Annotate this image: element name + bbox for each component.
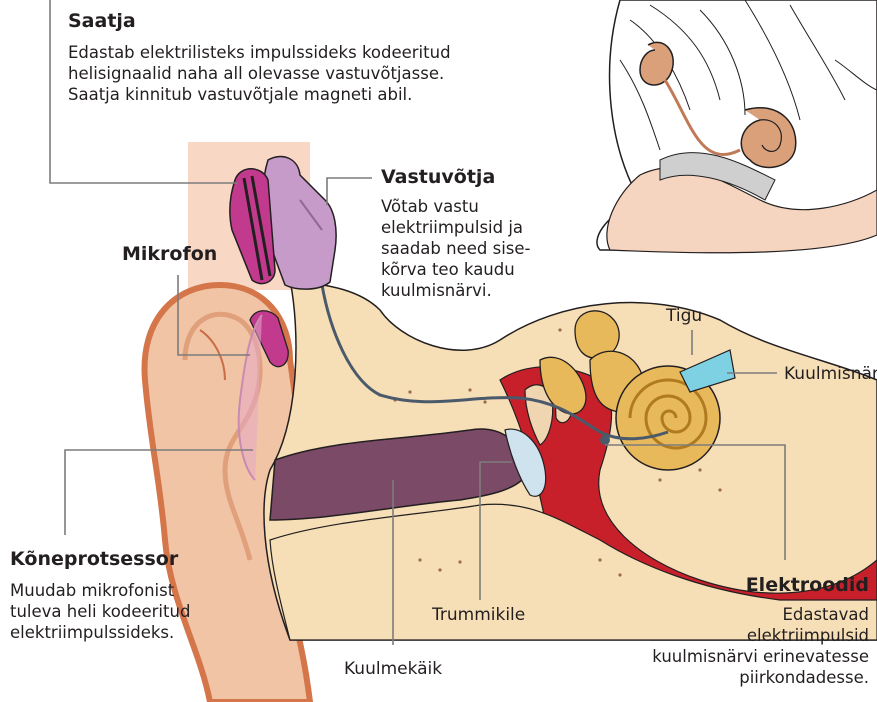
- elektroodid-line: Edastavad: [652, 604, 869, 625]
- koneprotsessor-line: tuleva heli kodeeritud: [10, 601, 190, 622]
- saatja-line: Saatja kinnitub vastuvõtjale magneti abi…: [68, 84, 451, 105]
- baby-head-inset: [597, 0, 877, 253]
- saatja-line: Edastab elektrilisteks impulssideks kode…: [68, 42, 451, 63]
- tigu-label: Tigu: [666, 306, 702, 327]
- kuulmekaik-label: Kuulmekäik: [344, 659, 442, 680]
- koneprotsessor-line: Muudab mikrofonist: [10, 580, 190, 601]
- elektroodid-title: Elektroodid: [746, 574, 869, 597]
- saatja-line: helisignaalid naha all olevasse vastuvõt…: [68, 63, 451, 84]
- koneprotsessor-title: Kõneprotsessor: [10, 548, 178, 571]
- mikrofon-title: Mikrofon: [122, 243, 217, 266]
- elektroodid-line: kuulmisnärvi erinevatesse: [652, 646, 869, 667]
- vastuvotja-line: kuulmisnärvi.: [381, 280, 530, 301]
- vastuvotja-line: saadab need sise-: [381, 238, 530, 259]
- saatja-title: Saatja: [68, 10, 136, 33]
- saatja-description: Edastab elektrilisteks impulssideks kode…: [68, 42, 451, 105]
- vastuvotja-line: Võtab vastu: [381, 196, 530, 217]
- elektroodid-description: Edastavad elektriimpulsid kuulmisnärvi e…: [652, 604, 869, 688]
- koneprotsessor-line: elektriimpulssideks.: [10, 622, 190, 643]
- elektroodid-line: piirkondadesse.: [652, 667, 869, 688]
- elektroodid-line: elektriimpulsid: [652, 625, 869, 646]
- vastuvotja-line: elektriimpulsid ja: [381, 217, 530, 238]
- kuulmisnarv-label: Kuulmisnärv: [784, 364, 877, 385]
- vastuvotja-line: kõrva teo kaudu: [381, 259, 530, 280]
- electrode-tip: [600, 435, 610, 445]
- vastuvotja-title: Vastuvõtja: [381, 166, 495, 189]
- vastuvotja-description: Võtab vastu elektriimpulsid ja saadab ne…: [381, 196, 530, 301]
- trummikile-label: Trummikile: [432, 605, 525, 626]
- koneprotsessor-description: Muudab mikrofonist tuleva heli kodeeritu…: [10, 580, 190, 643]
